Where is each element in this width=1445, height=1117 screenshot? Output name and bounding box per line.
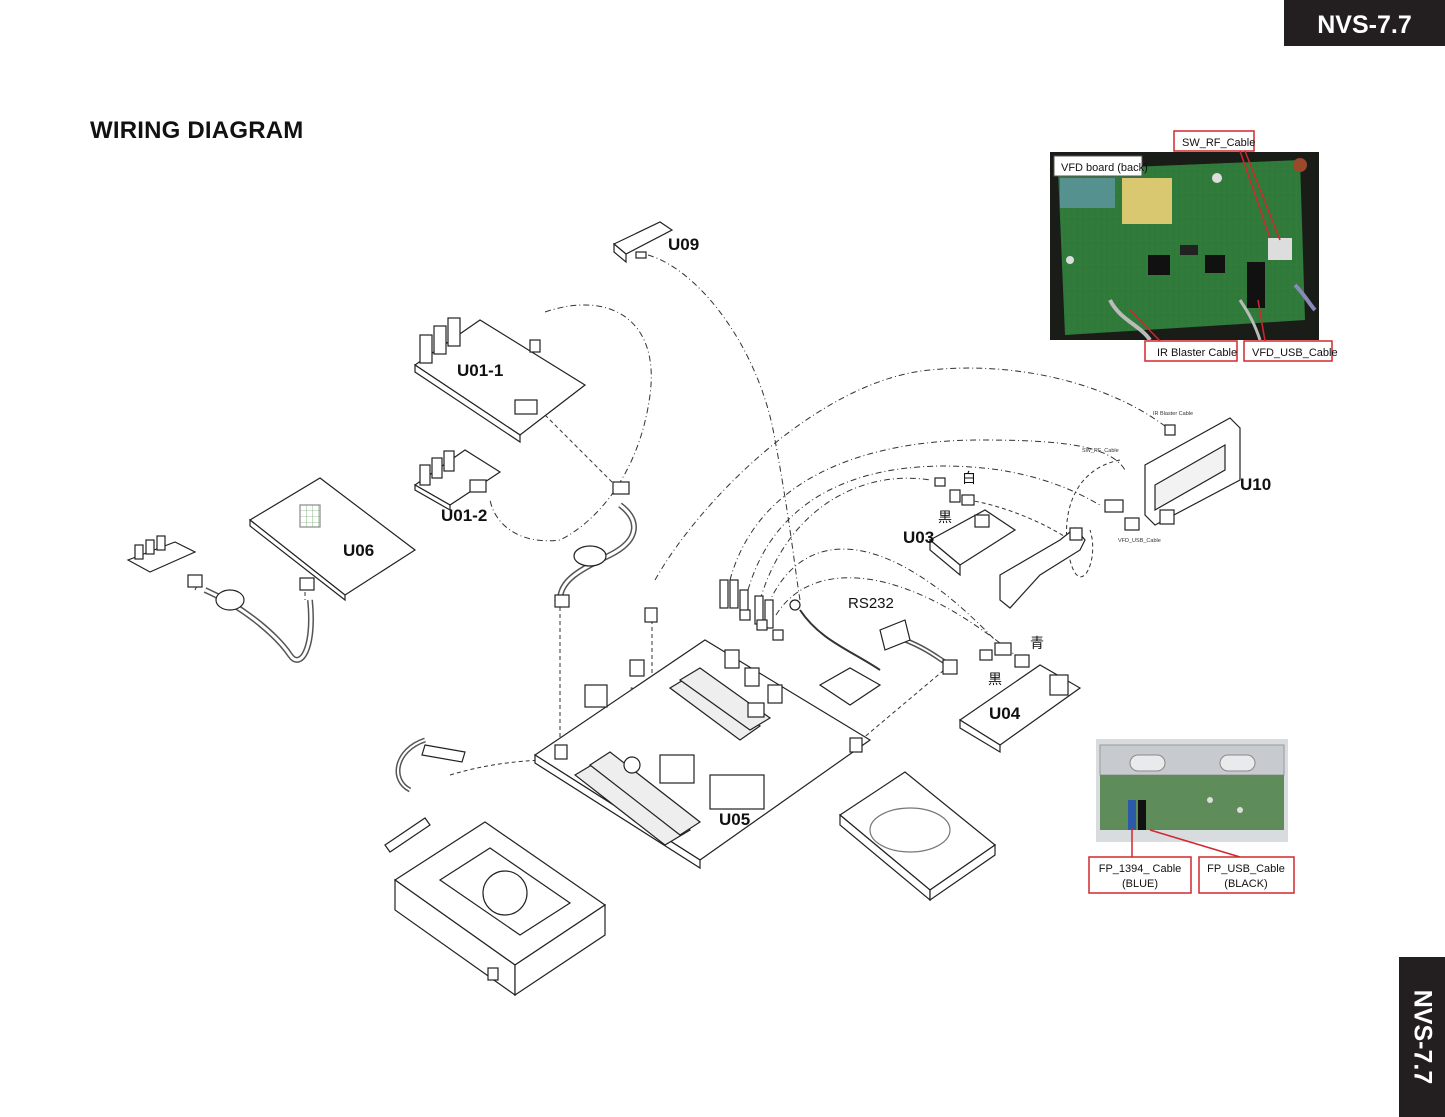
vfd-photo-board-label: VFD board (back) xyxy=(1061,162,1148,174)
wire-mark-black-2: 黒 xyxy=(988,671,1002,687)
callout-vfd-usb: VFD_USB_Cable xyxy=(1252,347,1338,359)
u04-route-1 xyxy=(767,548,996,641)
rs232-link xyxy=(854,664,951,746)
label-u04: U04 xyxy=(989,704,1021,723)
small-label-swrf: SW_RF_Cable xyxy=(1082,448,1119,454)
u10-vfd-display xyxy=(1104,417,1241,531)
u03-board xyxy=(928,477,1017,577)
callout-fp-usb-line1: FP_USB_Cable xyxy=(1207,863,1285,875)
optical-drive xyxy=(393,821,607,997)
vfd-photo-sticker xyxy=(1122,178,1172,224)
model-tab-top: NVS-7.7 xyxy=(1284,0,1445,46)
callout-fp-usb-line2: (BLACK) xyxy=(1224,878,1267,890)
model-tab-side: NVS-7.7 xyxy=(1399,957,1445,1117)
wire-mark-white: 白 xyxy=(962,470,976,486)
label-u01-1: U01-1 xyxy=(457,361,503,380)
front-panel-photo: FP_1394_ Cable (BLUE) FP_USB_Cable (BLAC… xyxy=(1088,739,1295,894)
label-u03: U03 xyxy=(903,528,934,547)
label-u09: U09 xyxy=(668,235,699,254)
label-u10: U10 xyxy=(1240,475,1271,494)
u09-ir-sensor xyxy=(612,221,674,264)
u10-bracket-link xyxy=(1066,459,1121,578)
ide-ribbon-core xyxy=(397,739,426,791)
u04-board xyxy=(958,642,1082,754)
callout-fp-1394-line1: FP_1394_ Cable xyxy=(1099,863,1182,875)
u012-board xyxy=(413,449,502,512)
hdd-drive xyxy=(838,771,996,902)
u03-bracket xyxy=(999,527,1086,609)
page-title: WIRING DIAGRAM xyxy=(90,117,304,144)
connector-set xyxy=(554,481,784,641)
ir-blaster-route xyxy=(654,367,1171,581)
callout-ir-blaster: IR Blaster Cable xyxy=(1157,347,1237,359)
sw-rf-route xyxy=(729,439,1126,581)
bundle-u011-core xyxy=(558,503,636,601)
u01-loop-cable xyxy=(489,304,652,542)
front-io-board xyxy=(126,535,245,611)
u05-motherboard xyxy=(533,639,872,870)
u09-cable xyxy=(647,254,801,601)
label-u05: U05 xyxy=(719,810,750,829)
vfd-board-photo: VFD board (back) SW_RF_Cable IR Blaster … xyxy=(1050,130,1338,362)
sensor-bracket xyxy=(818,667,882,706)
callout-fp-1394-line2: (BLUE) xyxy=(1122,878,1158,890)
label-u06: U06 xyxy=(343,541,374,560)
rs232-connector xyxy=(789,599,958,675)
ide-connector xyxy=(384,744,466,853)
wire-mark-blue: 青 xyxy=(1030,635,1044,651)
rs232-lead xyxy=(799,609,881,671)
dvd-link xyxy=(449,759,561,776)
u06-board xyxy=(248,477,417,602)
u011-board xyxy=(413,317,587,444)
u03-u10-link xyxy=(967,499,1071,541)
small-label-ir: IR Blaster Cable xyxy=(1153,411,1193,417)
callout-sw-rf: SW_RF_Cable xyxy=(1182,137,1255,149)
label-rs232: RS232 xyxy=(848,595,894,612)
label-u01-2: U01-2 xyxy=(441,506,487,525)
wire-mark-black-1: 黒 xyxy=(938,509,952,525)
small-label-vfd: VFD_USB_Cable xyxy=(1118,538,1161,544)
u03-route xyxy=(759,477,931,601)
u011-link xyxy=(539,409,621,491)
bundle-front-io-core xyxy=(204,588,313,662)
